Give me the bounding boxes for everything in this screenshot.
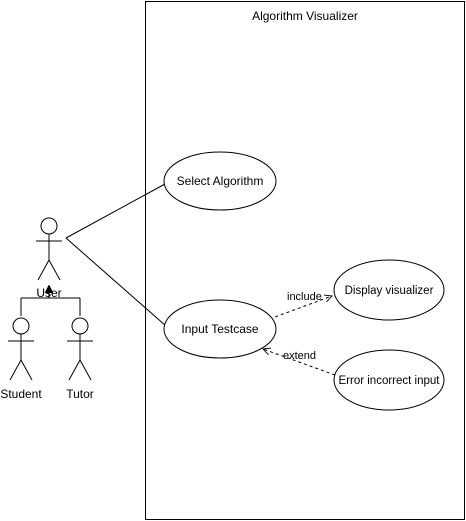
use-case-error-incorrect-input-label: Error incorrect input bbox=[339, 375, 441, 387]
use-case-input-testcase-label: Input Testcase bbox=[181, 322, 258, 336]
actor-tutor-label: Tutor bbox=[66, 387, 94, 401]
extend-relation bbox=[263, 349, 336, 376]
extend-label: extend bbox=[283, 350, 316, 362]
actor-user bbox=[36, 217, 62, 281]
association-user-input-testcase bbox=[65, 237, 167, 327]
use-case-input-testcase: Input Testcase bbox=[163, 299, 277, 359]
actor-user-label: User bbox=[36, 286, 61, 300]
system-title: Algorithm Visualizer bbox=[252, 9, 358, 23]
actor-student-label: Student bbox=[0, 387, 42, 401]
use-case-display-visualizer-label: Display visualizer bbox=[345, 285, 434, 297]
use-case-select-algorithm: Select Algorithm bbox=[163, 151, 277, 211]
system-boundary bbox=[145, 1, 465, 520]
association-user-select-algorithm bbox=[65, 183, 166, 239]
include-label: include bbox=[287, 291, 322, 303]
use-case-display-visualizer: Display visualizer bbox=[333, 259, 445, 321]
actor-tutor bbox=[67, 317, 93, 381]
actor-student bbox=[8, 317, 34, 381]
use-case-select-algorithm-label: Select Algorithm bbox=[177, 174, 264, 188]
use-case-error-incorrect-input: Error incorrect input bbox=[333, 349, 445, 411]
include-relation bbox=[263, 296, 332, 322]
generalization-tree bbox=[20, 286, 81, 316]
